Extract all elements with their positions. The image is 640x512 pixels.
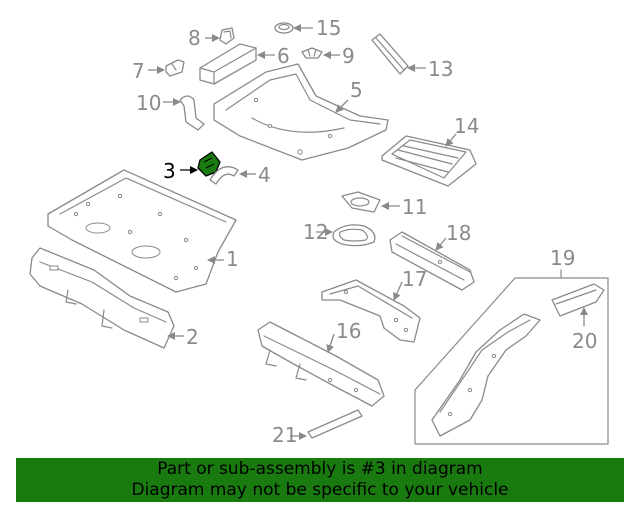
part-7-bracket[interactable] [165, 59, 185, 77]
callout-16[interactable]: 16 [336, 319, 361, 343]
callout-17[interactable]: 17 [402, 267, 427, 291]
part-18-rail[interactable] [389, 231, 475, 291]
banner-line-2: Diagram may not be specific to your vehi… [131, 480, 509, 500]
callout-3[interactable]: 3 [163, 159, 176, 183]
part-3-highlighted-bracket[interactable] [197, 151, 221, 177]
callout-15[interactable]: 15 [316, 16, 341, 40]
callout-5[interactable]: 5 [350, 78, 363, 102]
callout-6[interactable]: 6 [277, 44, 290, 68]
arrow-14 [445, 133, 457, 147]
part-5-rear-floor-pan[interactable] [213, 63, 389, 161]
part-6-reinforcement[interactable] [199, 43, 257, 85]
part-12-seal[interactable] [332, 224, 376, 247]
callout-4[interactable]: 4 [258, 163, 271, 187]
callout-18[interactable]: 18 [446, 221, 471, 245]
callout-7[interactable]: 7 [132, 59, 145, 83]
group-19-box [414, 269, 609, 445]
part-16-side-member[interactable] [257, 321, 385, 407]
part-11-plate[interactable] [341, 191, 381, 213]
part-14-floor-panel[interactable] [381, 135, 477, 187]
callout-19[interactable]: 19 [550, 246, 575, 270]
part-1-floor-panel[interactable] [47, 169, 237, 293]
part-19-assembly[interactable] [431, 313, 541, 437]
callout-20[interactable]: 20 [572, 329, 597, 353]
part-4-bracket[interactable] [209, 166, 239, 185]
arrow-17 [393, 281, 403, 301]
callout-9[interactable]: 9 [342, 44, 355, 68]
part-13-bar[interactable] [371, 33, 409, 75]
arrow-18 [435, 237, 447, 251]
callout-2[interactable]: 2 [186, 325, 199, 349]
part-20-bracket[interactable] [551, 283, 605, 317]
callout-8[interactable]: 8 [188, 26, 201, 50]
callout-11[interactable]: 11 [402, 195, 427, 219]
part-17-bracket-panel[interactable] [321, 279, 421, 343]
callout-14[interactable]: 14 [454, 114, 479, 138]
callout-1[interactable]: 1 [226, 247, 239, 271]
banner-line-1: Part or sub-assembly is #3 in diagram [157, 459, 483, 479]
arrow-5 [335, 99, 349, 113]
info-banner: Part or sub-assembly is #3 in diagram Di… [16, 458, 624, 502]
part-15-plug[interactable] [274, 22, 294, 34]
callout-13[interactable]: 13 [428, 57, 453, 81]
part-8-bracket[interactable] [219, 27, 235, 45]
arrow-16 [326, 333, 335, 353]
parts-diagram: 15 8 6 9 7 13 5 [29, 16, 609, 447]
callout-21[interactable]: 21 [272, 423, 297, 447]
callout-12[interactable]: 12 [303, 220, 328, 244]
part-10-bracket[interactable] [179, 95, 205, 131]
part-21-strip[interactable] [307, 409, 363, 439]
part-9-clip[interactable] [301, 47, 323, 59]
callout-10[interactable]: 10 [136, 91, 161, 115]
